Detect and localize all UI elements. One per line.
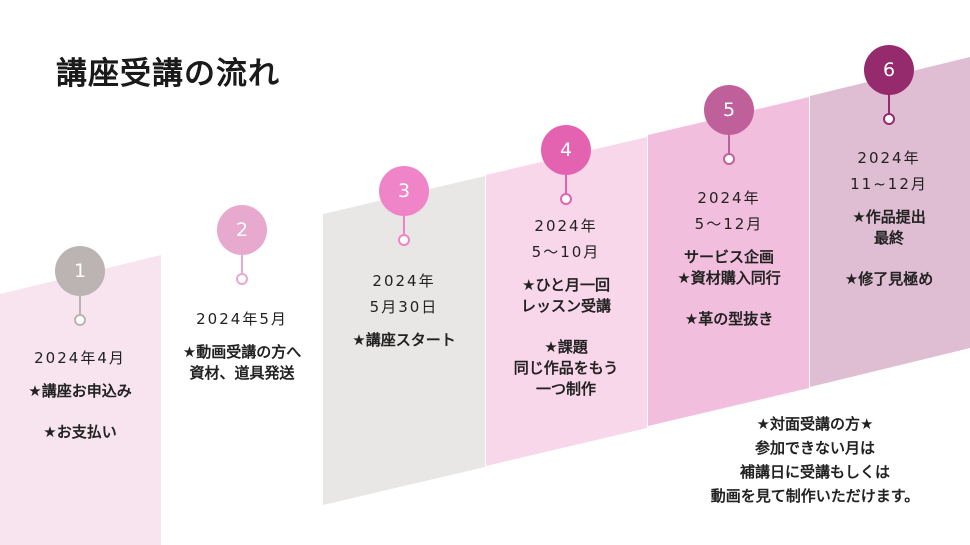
- step-2-content: 2024年5月 ★動画受講の方へ 資材、道具発送: [161, 306, 323, 384]
- step-1-content: 2024年4月 ★講座お申込み ★お支払い: [0, 345, 161, 443]
- step-item: ★講座スタート: [352, 331, 456, 349]
- step-4-content: 2024年 5〜10月 ★ひと月一回 レッスン受講 ★課題 同じ作品をもう 一つ制作: [485, 213, 647, 400]
- step-date: 2024年4月: [34, 349, 126, 367]
- note-line: 補講日に受講もしくは: [739, 463, 890, 481]
- step-6-content: 2024年 11~12月 ★作品提出 最終 ★修了見極め: [808, 145, 970, 290]
- step-3-content: 2024年 5月30日 ★講座スタート: [323, 268, 485, 351]
- step-item: サービス企画 ★資材購入同行: [677, 248, 781, 287]
- step-item: ★修了見極め: [844, 270, 934, 288]
- step-item: ★作品提出 最終: [852, 208, 926, 247]
- step-date: 2024年: [857, 149, 921, 167]
- step-date: 2024年5月: [196, 310, 288, 328]
- step-date: 5月30日: [369, 298, 439, 316]
- panel-4: [486, 137, 647, 466]
- step-ring: [883, 113, 895, 125]
- step-number-badge: 5: [704, 85, 754, 135]
- note-line: 動画を見て制作いただけます。: [710, 487, 920, 505]
- panel-3: [323, 176, 485, 505]
- note-line: 参加できない月は: [754, 439, 875, 457]
- step-ring: [398, 234, 410, 246]
- panel-6: [810, 57, 970, 387]
- step-date: 5〜10月: [531, 243, 601, 261]
- page-title: 講座受講の流れ: [56, 56, 280, 92]
- step-ring: [74, 314, 86, 326]
- step-number-badge: 2: [217, 205, 267, 255]
- step-number-badge: 3: [379, 166, 429, 216]
- step-date: 2024年: [372, 272, 436, 290]
- step-item: ★講座お申込み: [28, 382, 132, 400]
- step-date: 2024年: [534, 217, 598, 235]
- step-date: 11~12月: [850, 175, 928, 193]
- note-text: ★対面受講の方★ 参加できない月は 補講日に受講もしくは 動画を見て制作いただけ…: [680, 412, 950, 508]
- step-item: ★お支払い: [43, 423, 117, 441]
- panel-5: [648, 97, 809, 426]
- panel-1: [0, 255, 161, 545]
- step-ring: [560, 193, 572, 205]
- step-item: ★ひと月一回 レッスン受講: [520, 276, 611, 315]
- step-item: ★動画受講の方へ 資材、道具発送: [182, 343, 302, 382]
- step-number-badge: 6: [864, 45, 914, 95]
- step-item: ★課題 同じ作品をもう 一つ制作: [513, 338, 619, 398]
- step-ring: [723, 153, 735, 165]
- step-5-content: 2024年 5〜12月サービス企画 ★資材購入同行 ★革の型抜き: [648, 185, 810, 330]
- step-item: ★革の型抜き: [684, 310, 774, 328]
- step-date: 2024年: [697, 189, 761, 207]
- step-number-badge: 1: [55, 246, 105, 296]
- step-number-badge: 4: [541, 125, 591, 175]
- step-ring: [236, 273, 248, 285]
- step-date: 5〜12月: [694, 215, 764, 233]
- note-line: ★対面受講の方★: [756, 415, 874, 433]
